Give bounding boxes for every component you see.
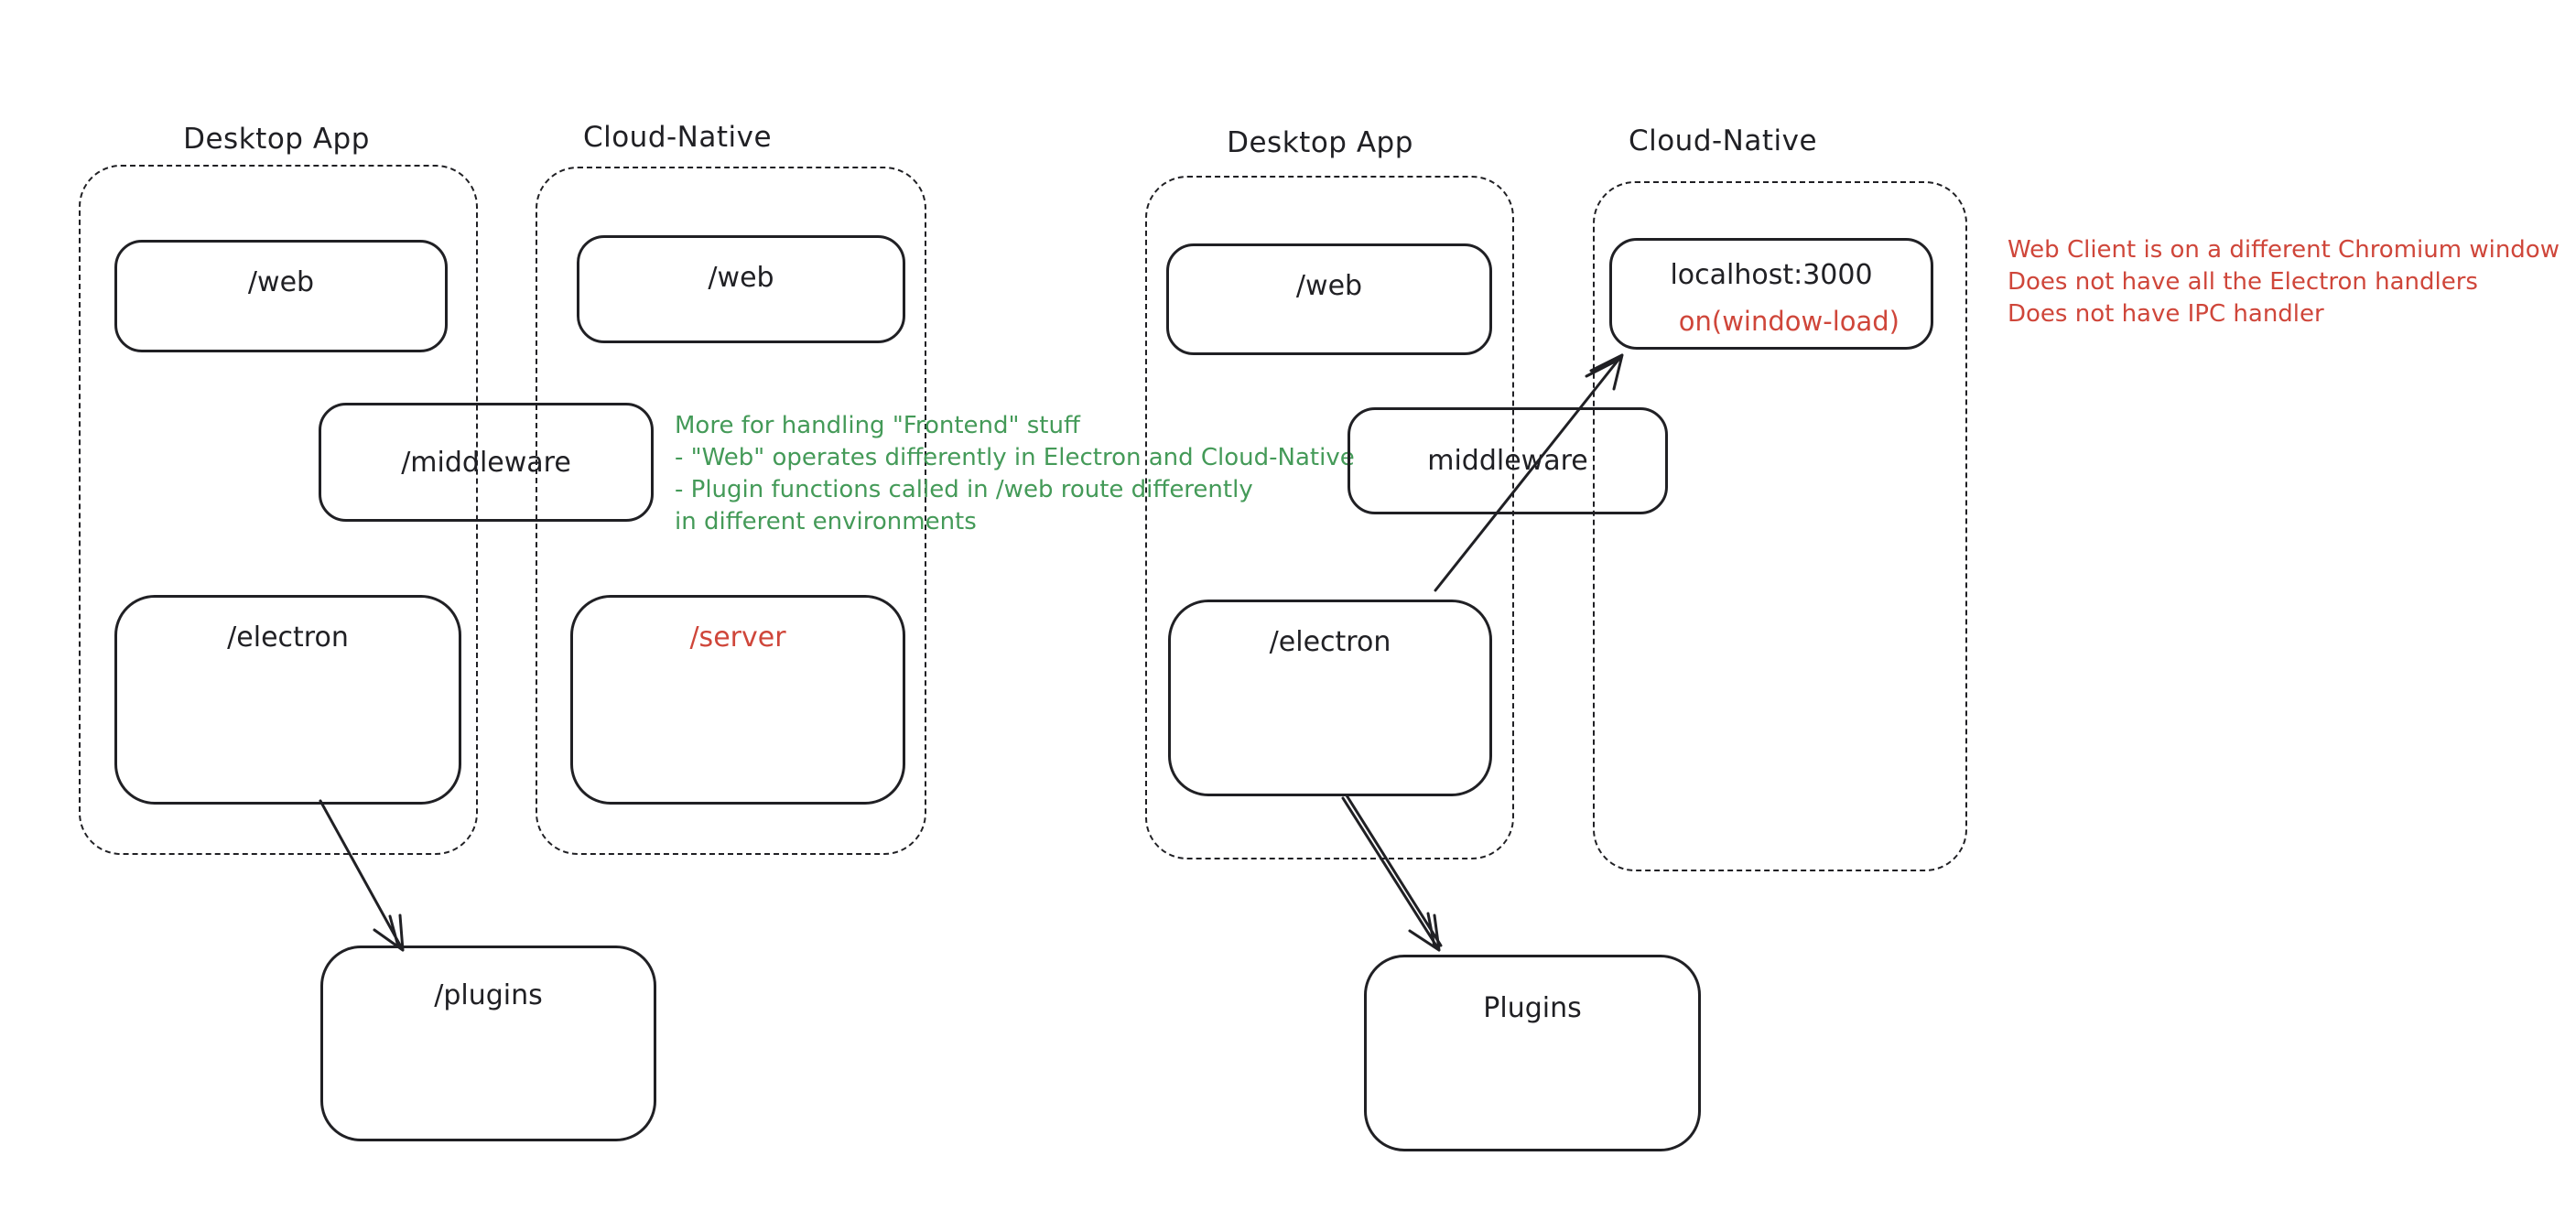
box-label: /electron (1269, 626, 1391, 658)
green-note-line: More for handling "Frontend" stuff (675, 412, 1080, 439)
box-label: /web (1295, 270, 1363, 302)
left-server-box: /server (570, 595, 905, 805)
right-desktop-web-box: /web (1166, 243, 1492, 355)
green-note: More for handling "Frontend" stuff - "We… (675, 410, 1355, 538)
left-desktop-app-container (79, 165, 478, 855)
box-label: /web (247, 266, 315, 298)
left-middleware-box: /middleware (319, 403, 654, 522)
right-cloud-native-title: Cloud-Native (1628, 124, 1818, 157)
red-note: Web Client is on a different Chromium wi… (2008, 234, 2560, 330)
green-note-line: - "Web" operates differently in Electron… (675, 444, 1355, 471)
box-label: /electron (227, 621, 349, 654)
left-plugins-box: /plugins (320, 946, 656, 1141)
left-desktop-app-title: Desktop App (183, 123, 370, 156)
left-desktop-web-box: /web (114, 240, 448, 352)
window-load-label: on(window-load) (1678, 306, 1900, 337)
left-cloud-native-container (536, 167, 926, 855)
red-note-line: Web Client is on a different Chromium wi… (2008, 236, 2560, 264)
red-note-line: Does not have all the Electron handlers (2008, 268, 2478, 296)
box-label: /server (689, 621, 786, 654)
left-electron-box: /electron (114, 595, 461, 805)
right-desktop-app-title: Desktop App (1227, 126, 1413, 159)
right-plugins-box: Plugins (1364, 955, 1701, 1151)
green-note-line: in different environments (675, 508, 977, 535)
left-cloud-native-title: Cloud-Native (582, 121, 773, 154)
green-note-line: - Plugin functions called in /web route … (675, 476, 1253, 503)
left-cloud-web-box: /web (577, 235, 905, 343)
red-note-line: Does not have IPC handler (2008, 300, 2324, 328)
right-middleware-box: middleware (1348, 407, 1668, 514)
box-label: Plugins (1483, 992, 1582, 1024)
box-label: /middleware (401, 446, 571, 479)
box-label: localhost:3000 (1670, 259, 1873, 291)
right-electron-box: /electron (1168, 600, 1492, 796)
right-localhost-box: localhost:3000 on(window-load) (1609, 238, 1933, 350)
box-label: /plugins (434, 979, 543, 1011)
box-label: /web (708, 262, 774, 294)
box-label: middleware (1427, 445, 1588, 477)
